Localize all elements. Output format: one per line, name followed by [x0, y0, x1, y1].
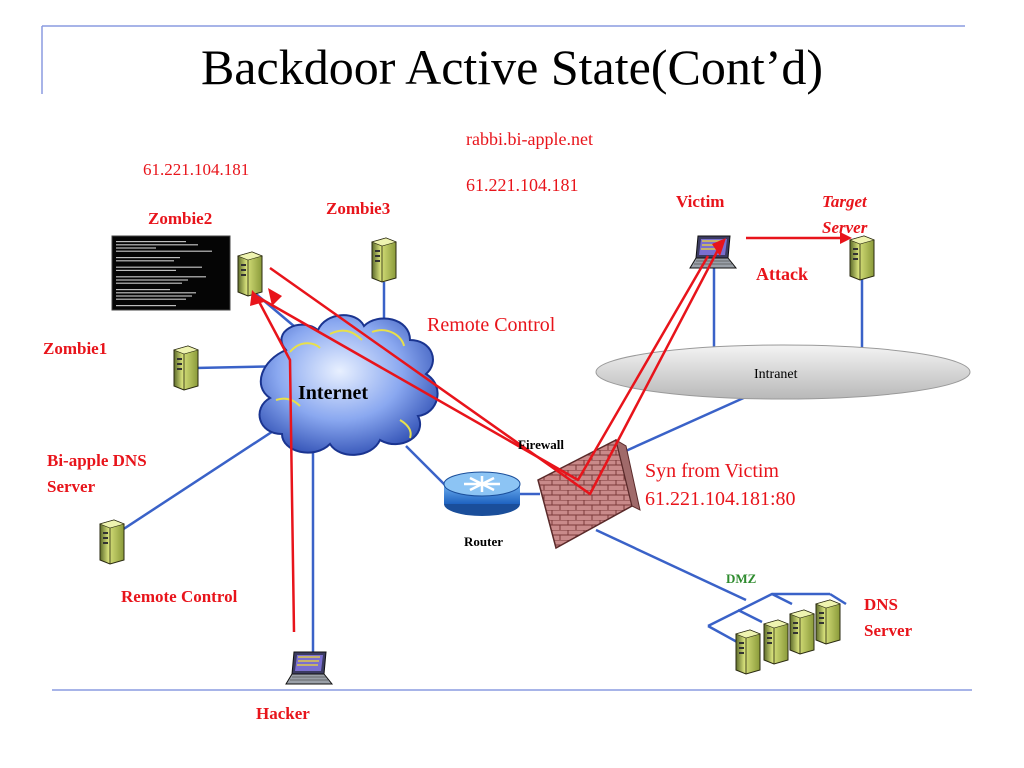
zombie1-server — [173, 345, 199, 391]
link-internet-router — [405, 445, 451, 491]
hacker-label: Hacker — [256, 704, 310, 723]
arrowhead-victim — [712, 238, 726, 256]
victim-laptop — [689, 235, 737, 269]
console-text-line — [116, 289, 170, 291]
console-text-line — [116, 279, 188, 281]
dns-server-label-2: Server — [864, 621, 913, 640]
bi-apple-dns-label-2: Server — [47, 477, 96, 496]
dmz-network — [707, 592, 847, 650]
intranet-segment — [595, 344, 971, 400]
console-text-line — [116, 250, 212, 252]
console-window — [111, 235, 231, 311]
console-text-line — [116, 298, 186, 300]
console-text-line — [116, 295, 192, 297]
link-dns-internet — [121, 418, 291, 532]
dns-server-2 — [763, 619, 789, 665]
zombie1-label: Zombie1 — [43, 339, 108, 358]
slide-title: Backdoor Active State(Cont’d) — [200, 39, 824, 95]
target-label-1: Target — [822, 192, 867, 211]
dns-server-1 — [735, 629, 761, 675]
link-firewall-intranet — [609, 394, 749, 460]
router-device — [443, 471, 521, 516]
domain-label: rabbi.bi-apple.net — [466, 129, 593, 149]
dmz-label: DMZ — [726, 571, 757, 586]
link-firewall-dmz — [595, 528, 747, 602]
target-label-2: Server — [822, 218, 868, 237]
bi-apple-dns-server — [99, 519, 125, 565]
console-text-line — [116, 247, 156, 249]
console-text-line — [116, 292, 196, 294]
arrow-heads — [250, 232, 852, 306]
console-text-line — [116, 241, 186, 243]
firewall-device — [537, 438, 641, 550]
remote-control-label-top: Remote Control — [427, 314, 556, 336]
remote-control-label-bottom: Remote Control — [121, 587, 238, 606]
ip-label-top-left: 61.221.104.181 — [143, 160, 250, 179]
console-text-line — [116, 305, 176, 307]
dns-server-label-1: DNS — [864, 595, 899, 614]
arrowhead-zombie2-left — [268, 288, 282, 306]
internet-label: Internet — [298, 382, 368, 404]
syn-label-2: 61.221.104.181:80 — [645, 488, 796, 510]
router-label: Router — [464, 534, 503, 549]
console-text-line — [116, 269, 176, 271]
arrowhead-target — [840, 232, 852, 244]
target-server — [849, 235, 875, 281]
path-victim-firewall-zombie2 — [255, 255, 710, 482]
firewall-label: Firewall — [518, 437, 564, 452]
control-paths — [254, 236, 844, 633]
console-text-line — [116, 260, 174, 262]
intranet-label: Intranet — [754, 367, 798, 382]
zombie3-label: Zombie3 — [326, 199, 391, 218]
path-hacker-zombie2 — [254, 295, 296, 633]
dns-server-4 — [815, 599, 841, 645]
console-text-line — [116, 244, 198, 246]
path-zombie2-firewall-victim — [269, 245, 722, 496]
attack-label: Attack — [756, 264, 808, 284]
console-text-line — [116, 257, 180, 259]
console-text-line — [116, 276, 206, 278]
victim-label: Victim — [676, 192, 725, 211]
network-links — [121, 268, 864, 656]
bi-apple-dns-label-1: Bi-apple DNS — [47, 451, 147, 470]
dns-server-3 — [789, 609, 815, 655]
zombie2-label: Zombie2 — [148, 209, 213, 228]
syn-label-1: Syn from Victim — [645, 460, 779, 482]
ip-label-top-right: 61.221.104.181 — [466, 175, 579, 195]
zombie3-server — [371, 237, 397, 283]
console-text-line — [116, 282, 182, 284]
hacker-laptop — [285, 651, 333, 685]
arrowhead-zombie2-up — [250, 290, 264, 306]
internet-cloud — [258, 314, 439, 456]
console-text-line — [116, 266, 202, 268]
zombie2-server — [237, 251, 263, 297]
